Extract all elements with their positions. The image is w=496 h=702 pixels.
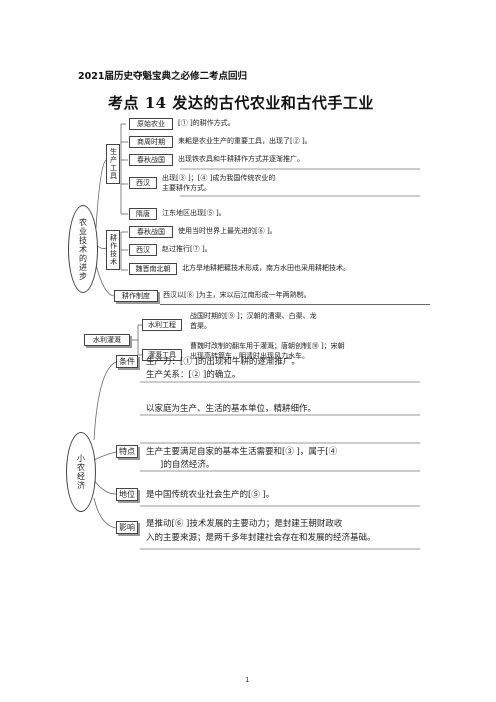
irrigation-project-label: 水利工程	[142, 319, 182, 331]
text-xihan-tools-1: 出现[③ ]；[④ ]成为我国传统农业的	[162, 174, 276, 182]
condition-label: 条件	[116, 355, 138, 368]
status-label: 地位	[116, 488, 138, 501]
status-text: 是中国传统农业社会生产的[⑤ ]。	[146, 490, 275, 500]
irrigation-tool-text-2: 出现高转筒车，明清时出现风力水车。	[190, 352, 309, 360]
page-number: 1	[245, 676, 250, 684]
irrigation-root: 水利灌溉	[84, 334, 130, 346]
document-header: 2021届历史夺魁宝典之必修二考点回归	[78, 71, 247, 82]
farming-system-text: 西汉以[⑧ ]为主，宋以后江南形成一年两熟制。	[163, 291, 311, 299]
text-shangzhou: 耒耜是农业生产的重要工具，出现了[② ]。	[178, 137, 312, 145]
text-suitang: 江东地区出现[⑤ ]。	[162, 209, 226, 217]
agri-tech-root: 农业技术的进步	[68, 205, 98, 293]
irrigation-project-text-1: 战国时期的[⑨ ]；汉朝的漕渠、白渠、龙	[190, 312, 317, 320]
impact-text-2: 入的主要来源；是两千多年封建社会存在和发展的经济基础。	[146, 533, 376, 543]
period-shangzhou: 商周时期	[129, 136, 173, 148]
text-xihan-tools-2: 主要耕作方式。	[162, 184, 211, 192]
text-chunqiu-tech: 使用当时世界上最先进的[⑥ ]。	[178, 227, 277, 235]
period-xihan-tech: 西汉	[129, 244, 157, 256]
impact-text-1: 是推动[⑥ ]技术发展的主要动力；是封建王朝财政收	[146, 519, 343, 529]
divider	[160, 304, 430, 305]
period-primitive: 原始农业	[129, 118, 173, 130]
feature-text-2: 生产主要满足自家的基本生活需要和[③ ]，属于[④	[146, 447, 338, 457]
farming-system-label: 耕作制度	[114, 290, 158, 302]
period-xihan-tools: 西汉	[129, 177, 157, 189]
feature-label: 特点	[116, 445, 138, 458]
period-weijin: 魏晋南北朝	[129, 263, 177, 275]
condition-text-2: 生产关系：[② ]的确立。	[146, 370, 241, 380]
period-chunqiu-tech: 春秋战国	[129, 226, 173, 238]
tools-label: 生产工具	[106, 144, 120, 184]
small-peasant-root: 小农经济	[66, 432, 96, 512]
text-primitive: [① ]的耕作方式。	[178, 119, 235, 127]
farming-tech-label: 耕作技术	[106, 230, 120, 270]
feature-text-1: 以家庭为生产、生活的基本单位，精耕细作。	[146, 404, 317, 414]
period-chunqiu: 春秋战国	[129, 154, 173, 166]
irrigation-tool-text-1: 曹魏时改制的翻车用于灌溉；唐朝创制[⑩ ]；宋朝	[190, 342, 345, 350]
feature-text-3: ]的自然经济。	[160, 460, 215, 470]
irrigation-tool-label: 灌溉工具	[142, 349, 182, 361]
text-chunqiu: 出现铁农具和牛耕耕作方式并逐渐推广。	[178, 155, 304, 163]
irrigation-project-text-2: 首渠。	[190, 322, 211, 330]
page-title: 考点 14 发达的古代农业和古代手工业	[108, 94, 374, 112]
condition-text-1: 生产力：[① ]的出现和牛耕的逐渐推广。	[146, 357, 300, 367]
period-suitang: 隋唐	[129, 208, 157, 220]
text-weijin: 北方旱地耕耙耱技术形成，南方水田也采用耕耙技术。	[182, 264, 350, 272]
impact-label: 影响	[116, 521, 138, 534]
text-xihan-tech: 赵过推行[⑦ ]。	[162, 245, 212, 253]
